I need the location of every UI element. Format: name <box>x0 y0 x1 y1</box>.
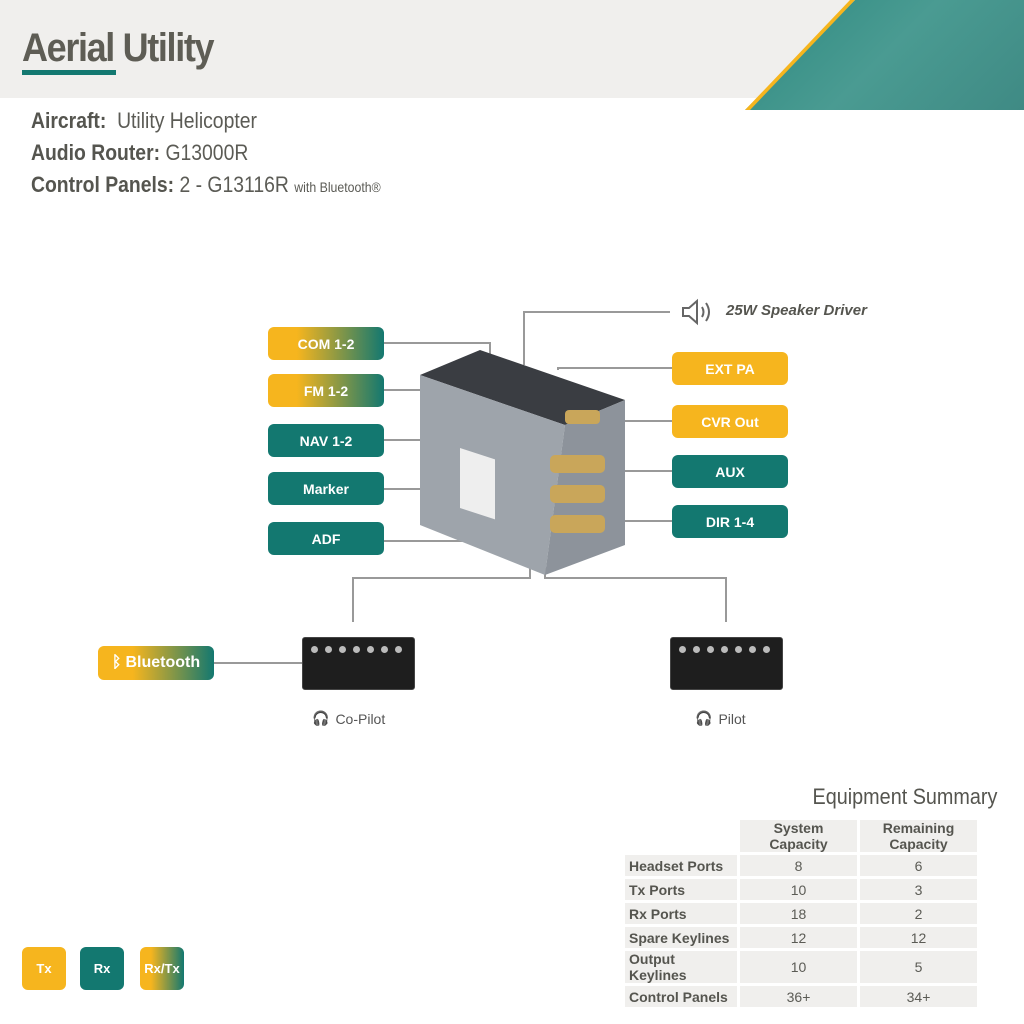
col-remaining: Remaining Capacity <box>860 820 977 852</box>
remaining-value: 3 <box>860 879 977 900</box>
remaining-value: 5 <box>860 951 977 983</box>
summary-title: Equipment Summary <box>812 784 997 809</box>
row-label: Output Keylines <box>625 951 737 983</box>
system-value: 12 <box>740 927 857 948</box>
panels-line: Control Panels: 2 - G13116R with Bluetoo… <box>31 172 381 198</box>
remaining-value: 2 <box>860 903 977 924</box>
title-underline <box>22 70 116 75</box>
tag-nav: NAV 1-2 <box>268 424 384 457</box>
speaker-label: 25W Speaker Driver <box>726 302 867 319</box>
tag-com: COM 1-2 <box>268 327 384 360</box>
system-value: 36+ <box>740 986 857 1007</box>
row-label: Control Panels <box>625 986 737 1007</box>
router-label: Audio Router: <box>31 140 161 165</box>
legend-tx: Tx <box>22 947 66 990</box>
tag-dir: DIR 1-4 <box>672 505 788 538</box>
pilot-label: 🎧 Pilot <box>695 710 746 727</box>
audio-router-unit <box>420 350 625 575</box>
row-label: Headset Ports <box>625 855 737 876</box>
bluetooth-icon: ᛒ <box>111 654 122 671</box>
tag-marker: Marker <box>268 472 384 505</box>
system-value: 10 <box>740 951 857 983</box>
bluetooth-label: Bluetooth <box>125 654 201 671</box>
panels-note: with Bluetooth® <box>294 179 381 195</box>
panels-label: Control Panels: <box>31 172 175 197</box>
copilot-text: Co-Pilot <box>335 710 386 727</box>
headset-icon: 🎧 <box>312 710 330 726</box>
row-label: Rx Ports <box>625 903 737 924</box>
copilot-label: 🎧 Co-Pilot <box>312 710 385 727</box>
remaining-value: 34+ <box>860 986 977 1007</box>
tag-adf: ADF <box>268 522 384 555</box>
router-value: G13000R <box>165 140 249 165</box>
tag-aux: AUX <box>672 455 788 488</box>
aircraft-line: Aircraft: Utility Helicopter <box>31 108 257 134</box>
speaker-icon <box>682 298 710 326</box>
pilot-control-panel <box>670 637 783 690</box>
pilot-text: Pilot <box>718 710 746 727</box>
page-title: Aerial Utility <box>22 26 215 70</box>
col-system: System Capacity <box>740 820 857 852</box>
row-label: Tx Ports <box>625 879 737 900</box>
remaining-value: 6 <box>860 855 977 876</box>
copilot-control-panel <box>302 637 415 690</box>
tag-ext-pa: EXT PA <box>672 352 788 385</box>
legend-rxtx: Rx/Tx <box>140 947 184 990</box>
system-value: 18 <box>740 903 857 924</box>
panels-value: 2 - G13116R <box>179 172 289 197</box>
tag-cvr-out: CVR Out <box>672 405 788 438</box>
aircraft-label: Aircraft: <box>31 108 107 133</box>
headset-icon: 🎧 <box>695 710 713 726</box>
remaining-value: 12 <box>860 927 977 948</box>
system-value: 10 <box>740 879 857 900</box>
aircraft-value: Utility Helicopter <box>117 108 257 133</box>
router-line: Audio Router: G13000R <box>31 140 248 166</box>
row-label: Spare Keylines <box>625 927 737 948</box>
system-value: 8 <box>740 855 857 876</box>
legend-rx: Rx <box>80 947 124 990</box>
tag-fm: FM 1-2 <box>268 374 384 407</box>
